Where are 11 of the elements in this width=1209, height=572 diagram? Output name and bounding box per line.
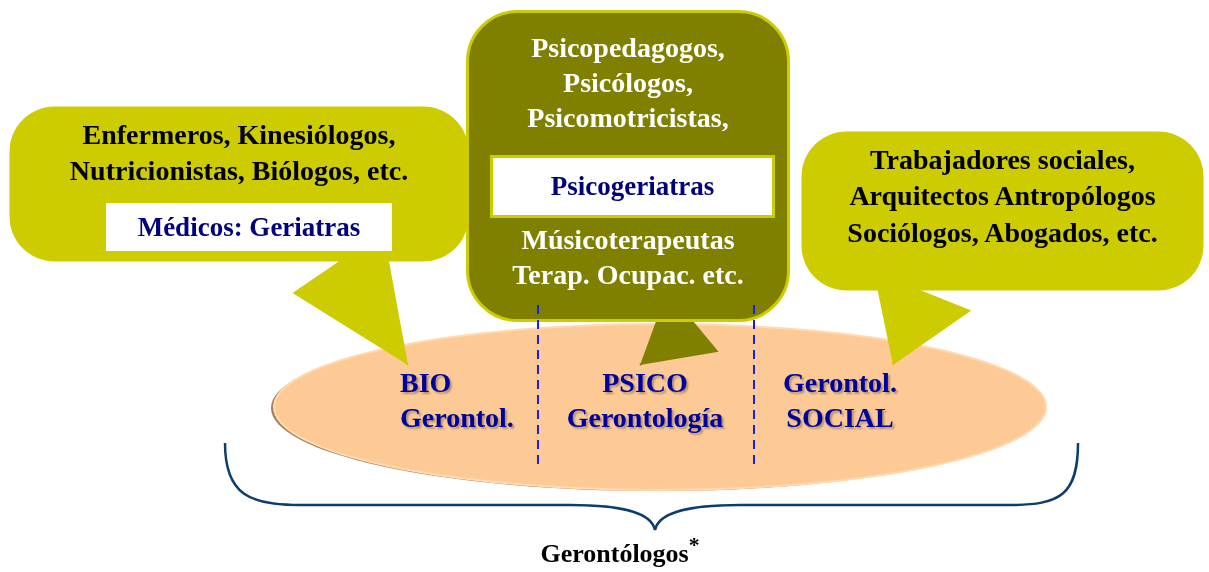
speech-bubble [466, 10, 790, 322]
section-label: Gerontol. SOCIAL [760, 365, 920, 435]
bottom-label: Gerontólogos$^{*}$ [540, 538, 700, 568]
bubble-text: Trabajadores sociales, Arquitectos Antropólogos Sociólogos, Abogados, etc. [846, 143, 1159, 250]
speech-bubble [800, 130, 1205, 292]
bubble-text: Enfermeros, Kinesiólogos, Nutricionistas, Biólogos, etc. [68, 118, 410, 189]
highlight-label: Médicos: Geriatras [106, 203, 392, 251]
bubble-text: Músicoterapeutas Terap. Ocupac. etc. [511, 223, 745, 292]
bubble-text: Psicopedagogos, Psicólogos, Psicomotricistas, [526, 31, 730, 135]
ellipse-shape [270, 322, 1048, 492]
highlight-label: Psicogeriatras [490, 155, 775, 218]
